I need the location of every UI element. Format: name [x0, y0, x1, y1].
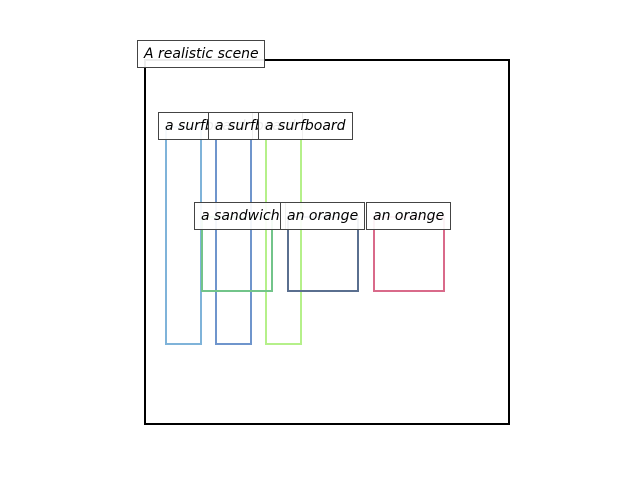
surfboard-label-3: a surfboard — [258, 112, 353, 140]
scene-title-label: A realistic scene — [137, 40, 265, 68]
surfboard-box-1 — [165, 126, 202, 345]
scene-frame — [144, 59, 510, 425]
orange-label-2: an orange — [366, 202, 451, 230]
sandwich-label: a sandwich — [194, 202, 286, 230]
orange-label-1: an orange — [280, 202, 365, 230]
